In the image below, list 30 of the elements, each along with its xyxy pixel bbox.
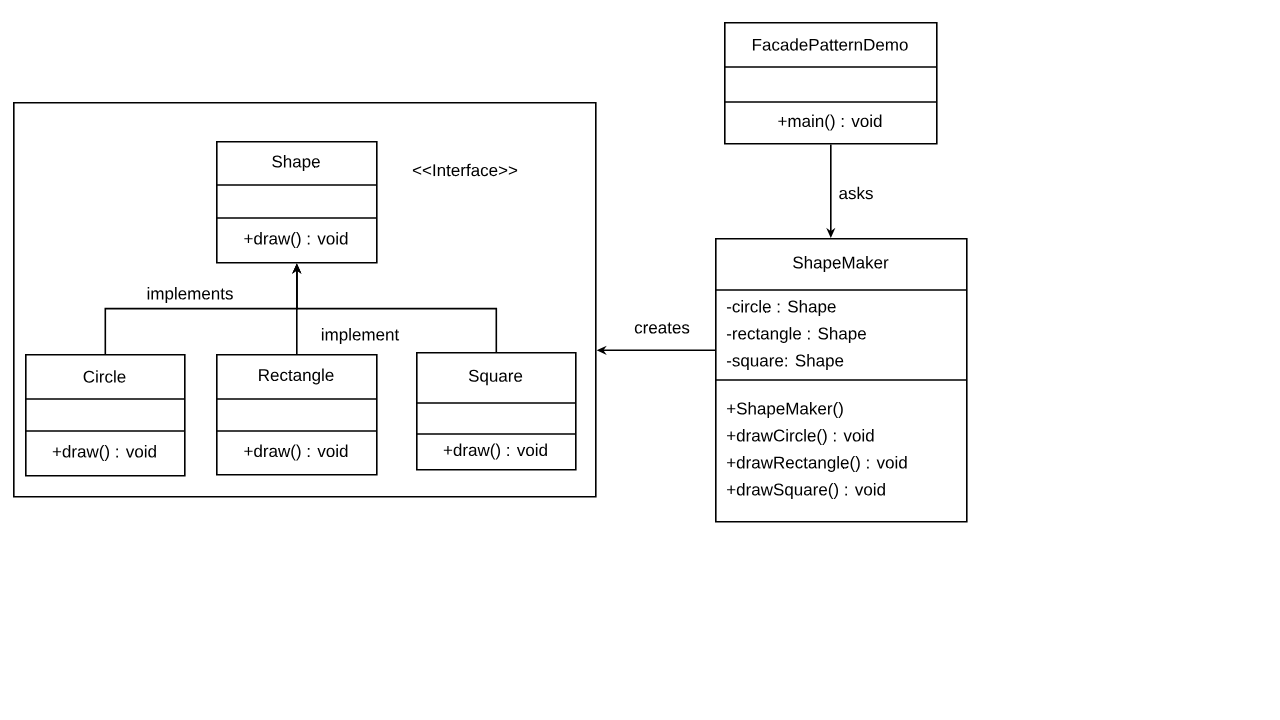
- class-box: [215, 141, 378, 264]
- member-text: +drawCircle() : void: [727, 429, 874, 445]
- class-name: ShapeMaker: [793, 256, 889, 272]
- member-text: -square: Shape: [726, 354, 844, 370]
- member-text: +main() : void: [778, 114, 882, 131]
- member-text: +draw() : void: [443, 443, 547, 460]
- class-name: Square: [468, 369, 523, 386]
- member-text: +drawSquare() : void: [727, 483, 885, 499]
- member-text: -rectangle : Shape: [726, 327, 866, 343]
- member-text: +drawRectangle() : void: [727, 456, 907, 472]
- class-name: Rectangle: [259, 368, 334, 385]
- class-box: [723, 22, 938, 145]
- edge-label: creates: [633, 321, 691, 335]
- member-text: +draw() : void: [244, 444, 348, 461]
- edge-label: implements: [145, 286, 235, 304]
- class-box: [415, 352, 577, 471]
- class-box: [24, 354, 186, 477]
- class-name: Shape: [272, 155, 320, 171]
- member-text: -circle : Shape: [726, 300, 836, 316]
- class-name: FacadePatternDemo: [752, 38, 908, 51]
- member-text: +draw() : void: [244, 232, 348, 248]
- class-name: Circle: [83, 370, 126, 383]
- stereotype-label: <<Interface>>: [412, 163, 518, 177]
- class-box: [714, 238, 968, 523]
- package-frame: [13, 102, 597, 498]
- class-box: [215, 354, 378, 476]
- member-text: +ShapeMaker(): [727, 402, 843, 418]
- edge-label: asks: [837, 185, 875, 201]
- edge-label: implement: [319, 327, 401, 345]
- member-text: +draw() : void: [52, 445, 156, 461]
